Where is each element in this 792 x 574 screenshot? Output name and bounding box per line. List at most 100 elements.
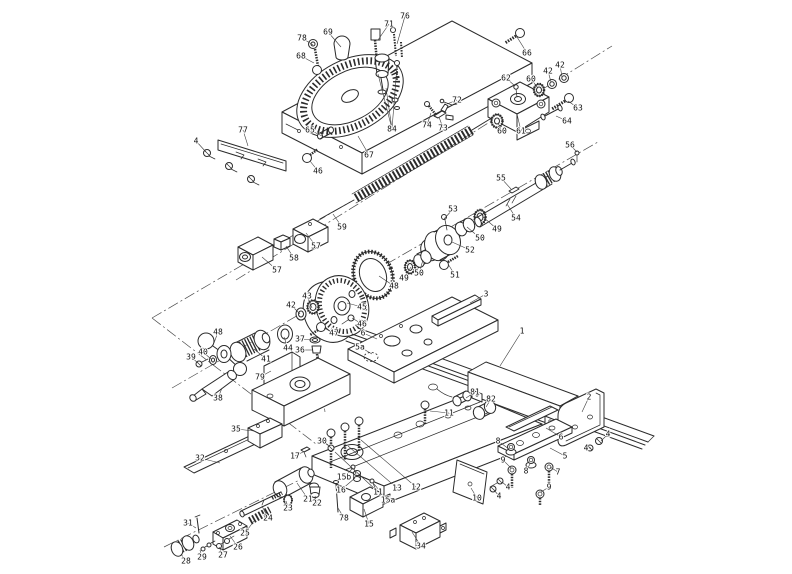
handle-grip-38 bbox=[188, 369, 238, 403]
leader-line bbox=[218, 388, 222, 398]
part-label-46: 46 bbox=[313, 167, 323, 176]
part-label-71: 71 bbox=[384, 20, 394, 29]
part-label-7: 7 bbox=[556, 468, 561, 477]
leader-line bbox=[517, 114, 521, 131]
bolt-66 bbox=[505, 29, 525, 44]
part-label-55: 55 bbox=[496, 174, 506, 183]
screws-74-73-72 bbox=[425, 99, 458, 120]
part-label-68: 68 bbox=[296, 52, 306, 61]
leader-line bbox=[306, 233, 316, 246]
leader-line bbox=[427, 113, 431, 125]
plate-5 bbox=[498, 419, 572, 460]
part-label-54: 54 bbox=[511, 214, 521, 223]
part-label-42: 42 bbox=[555, 61, 565, 70]
leader-line bbox=[550, 448, 565, 456]
stud-76 bbox=[391, 28, 396, 33]
leader-line bbox=[262, 257, 277, 270]
leader-line bbox=[301, 56, 314, 63]
bolts-11-12-13 bbox=[327, 401, 429, 468]
part-label-64: 64 bbox=[562, 117, 572, 126]
leader-line bbox=[448, 264, 455, 275]
leader-line bbox=[333, 214, 342, 227]
leader-line bbox=[324, 328, 334, 333]
part-label-81: 81 bbox=[470, 388, 480, 397]
leader-line bbox=[467, 227, 480, 238]
part-label-8: 8 bbox=[496, 437, 501, 446]
cylinders-81-82 bbox=[451, 390, 497, 421]
leader-line bbox=[498, 123, 502, 131]
part-label-31: 31 bbox=[183, 519, 193, 528]
cap-knob-69 bbox=[334, 36, 350, 60]
leader-line bbox=[419, 260, 423, 273]
part-label-2: 2 bbox=[587, 393, 592, 402]
part-label-15a: 15a bbox=[381, 496, 396, 505]
leader-line bbox=[352, 318, 362, 324]
clip-58 bbox=[274, 235, 290, 250]
block-34 bbox=[390, 513, 446, 549]
leader-line bbox=[601, 434, 608, 441]
part-label-53: 53 bbox=[448, 205, 458, 214]
part-label-15b: 15b bbox=[337, 473, 352, 482]
part-label-61: 61 bbox=[516, 127, 526, 136]
leader-line bbox=[322, 441, 329, 446]
part-label-76: 76 bbox=[400, 12, 410, 21]
part-label-51: 51 bbox=[450, 271, 460, 280]
leader-line bbox=[470, 294, 486, 303]
part-label-9: 9 bbox=[547, 483, 552, 492]
screw-39-washer-40 bbox=[196, 356, 217, 368]
part-label-74: 74 bbox=[422, 121, 432, 130]
part-label-25: 25 bbox=[240, 529, 250, 538]
part-label-41: 41 bbox=[261, 355, 271, 364]
part-label-57: 57 bbox=[272, 266, 282, 275]
washers-nuts-42-43-44 bbox=[278, 301, 319, 344]
part-label-57: 57 bbox=[311, 242, 321, 251]
leader-line bbox=[471, 488, 477, 498]
socket-bolt-71 bbox=[371, 29, 380, 40]
nut-60-upper bbox=[534, 84, 544, 96]
leader-line bbox=[556, 116, 567, 121]
part-label-47: 47 bbox=[329, 329, 339, 338]
leader-line bbox=[181, 554, 186, 561]
screw-47 bbox=[310, 323, 326, 336]
part-label-77: 77 bbox=[238, 126, 248, 135]
wing-bolt-73 bbox=[434, 104, 453, 120]
leader-line bbox=[392, 66, 397, 129]
bushing-50a bbox=[453, 216, 476, 237]
leader-line bbox=[347, 303, 362, 307]
screws-27-29 bbox=[201, 536, 234, 551]
key-55 bbox=[509, 187, 519, 193]
leader-line bbox=[517, 37, 527, 53]
part-label-60: 60 bbox=[497, 127, 507, 136]
part-label-36: 36 bbox=[295, 346, 305, 355]
leader-line bbox=[200, 458, 220, 463]
part-label-30: 30 bbox=[317, 437, 327, 446]
part-label-50: 50 bbox=[475, 234, 485, 243]
part-label-46: 46 bbox=[357, 320, 367, 329]
part-label-50: 50 bbox=[414, 269, 424, 278]
leader-line bbox=[310, 161, 318, 171]
leader-line bbox=[373, 483, 388, 500]
saddle-block bbox=[252, 358, 350, 426]
leader-line bbox=[295, 452, 303, 456]
leader-line bbox=[500, 331, 522, 366]
leader-line bbox=[412, 532, 421, 546]
leader-line bbox=[203, 352, 211, 359]
part-label-29: 29 bbox=[197, 553, 207, 562]
leader-line bbox=[430, 411, 449, 413]
flat-screws-4 bbox=[587, 438, 603, 452]
spring-25 bbox=[250, 510, 270, 521]
crank-handle-48 bbox=[198, 333, 247, 376]
part-label-32: 32 bbox=[195, 454, 205, 463]
part-label-10: 10 bbox=[472, 494, 482, 503]
leader-line bbox=[378, 74, 392, 129]
leader-line bbox=[364, 509, 369, 524]
leader-line bbox=[541, 487, 549, 492]
part-label-82: 82 bbox=[486, 395, 496, 404]
leader-line bbox=[361, 440, 416, 487]
screw-30 bbox=[323, 441, 334, 451]
part-label-52: 52 bbox=[465, 246, 475, 255]
leader-line bbox=[310, 130, 324, 137]
leader-line bbox=[444, 209, 453, 219]
leader-line bbox=[358, 136, 369, 155]
